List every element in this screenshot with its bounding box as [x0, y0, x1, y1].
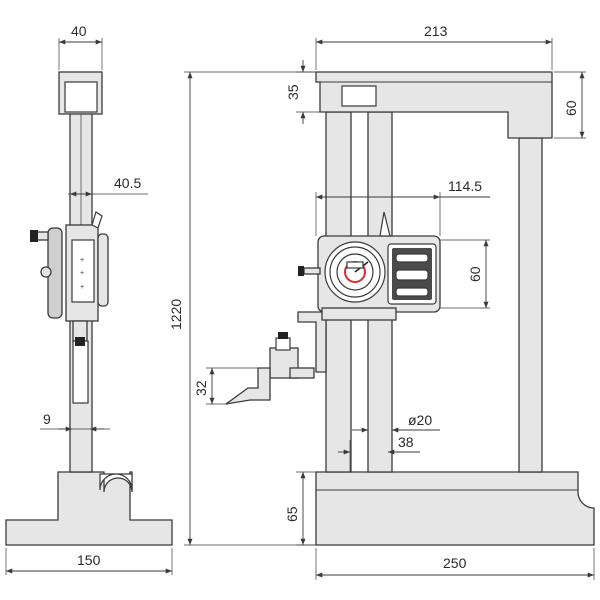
dim-column-diameter: ø20 [408, 412, 432, 428]
front-view [225, 71, 595, 546]
side-fine-knob [40, 266, 52, 278]
dim-total-height: 1220 [168, 299, 184, 330]
display-button-3 [395, 287, 429, 297]
front-fine-knob [298, 266, 304, 276]
dim-side-thickness: 9 [43, 411, 51, 427]
dim-head-height: 60 [467, 266, 483, 282]
side-view: + + + [5, 71, 173, 546]
front-scriber-tail [289, 367, 315, 379]
side-top-cap-inner [64, 81, 98, 113]
side-handwheel-right [97, 233, 109, 307]
dim-base-width: 250 [443, 555, 467, 571]
dim-base-height: 65 [284, 506, 300, 522]
display-button-1 [395, 253, 429, 263]
side-plus-mark-3: + [80, 284, 84, 291]
side-base [5, 471, 173, 546]
dim-column-spacing: 38 [398, 434, 414, 450]
dim-head-width: 114.5 [448, 178, 482, 194]
side-knob [30, 230, 38, 242]
total-height-dimension: 1220 [168, 71, 316, 546]
dim-scriber-height: 32 [193, 380, 209, 396]
dim-top-thickness: 35 [285, 84, 301, 100]
dial-counter-window [346, 261, 364, 269]
display-button-2 [395, 269, 429, 281]
side-view-dimensions: 40 40.5 9 150 [5, 23, 173, 575]
front-view-dimensions: 213 35 60 114.5 60 32 ø20 [193, 23, 595, 580]
front-clamp-lever [379, 211, 391, 237]
front-top-label [341, 85, 377, 107]
side-plus-mark-1: + [80, 257, 84, 264]
dim-front-width: 213 [424, 23, 448, 39]
front-scriber-tip [225, 367, 271, 405]
dim-side-base-width: 150 [77, 552, 101, 568]
side-slider-plate [71, 239, 95, 303]
front-base [315, 471, 595, 546]
side-plus-mark-2: + [80, 270, 84, 277]
dim-side-width: 40 [71, 23, 87, 39]
dim-side-depth: 40.5 [114, 175, 141, 191]
side-base-groove [99, 473, 133, 491]
front-column-right [518, 137, 543, 473]
front-fine-knob-shaft [303, 267, 321, 275]
side-clamp-lever [91, 211, 103, 229]
side-scriber [72, 340, 89, 404]
side-scriber-clamp [75, 337, 85, 346]
front-scriber-clamp-screw [275, 337, 291, 351]
front-scriber-arm [297, 311, 327, 373]
front-scriber-clamp-knob [278, 332, 288, 339]
front-slider-foot [321, 307, 397, 321]
dim-top-right-height: 60 [563, 100, 579, 116]
